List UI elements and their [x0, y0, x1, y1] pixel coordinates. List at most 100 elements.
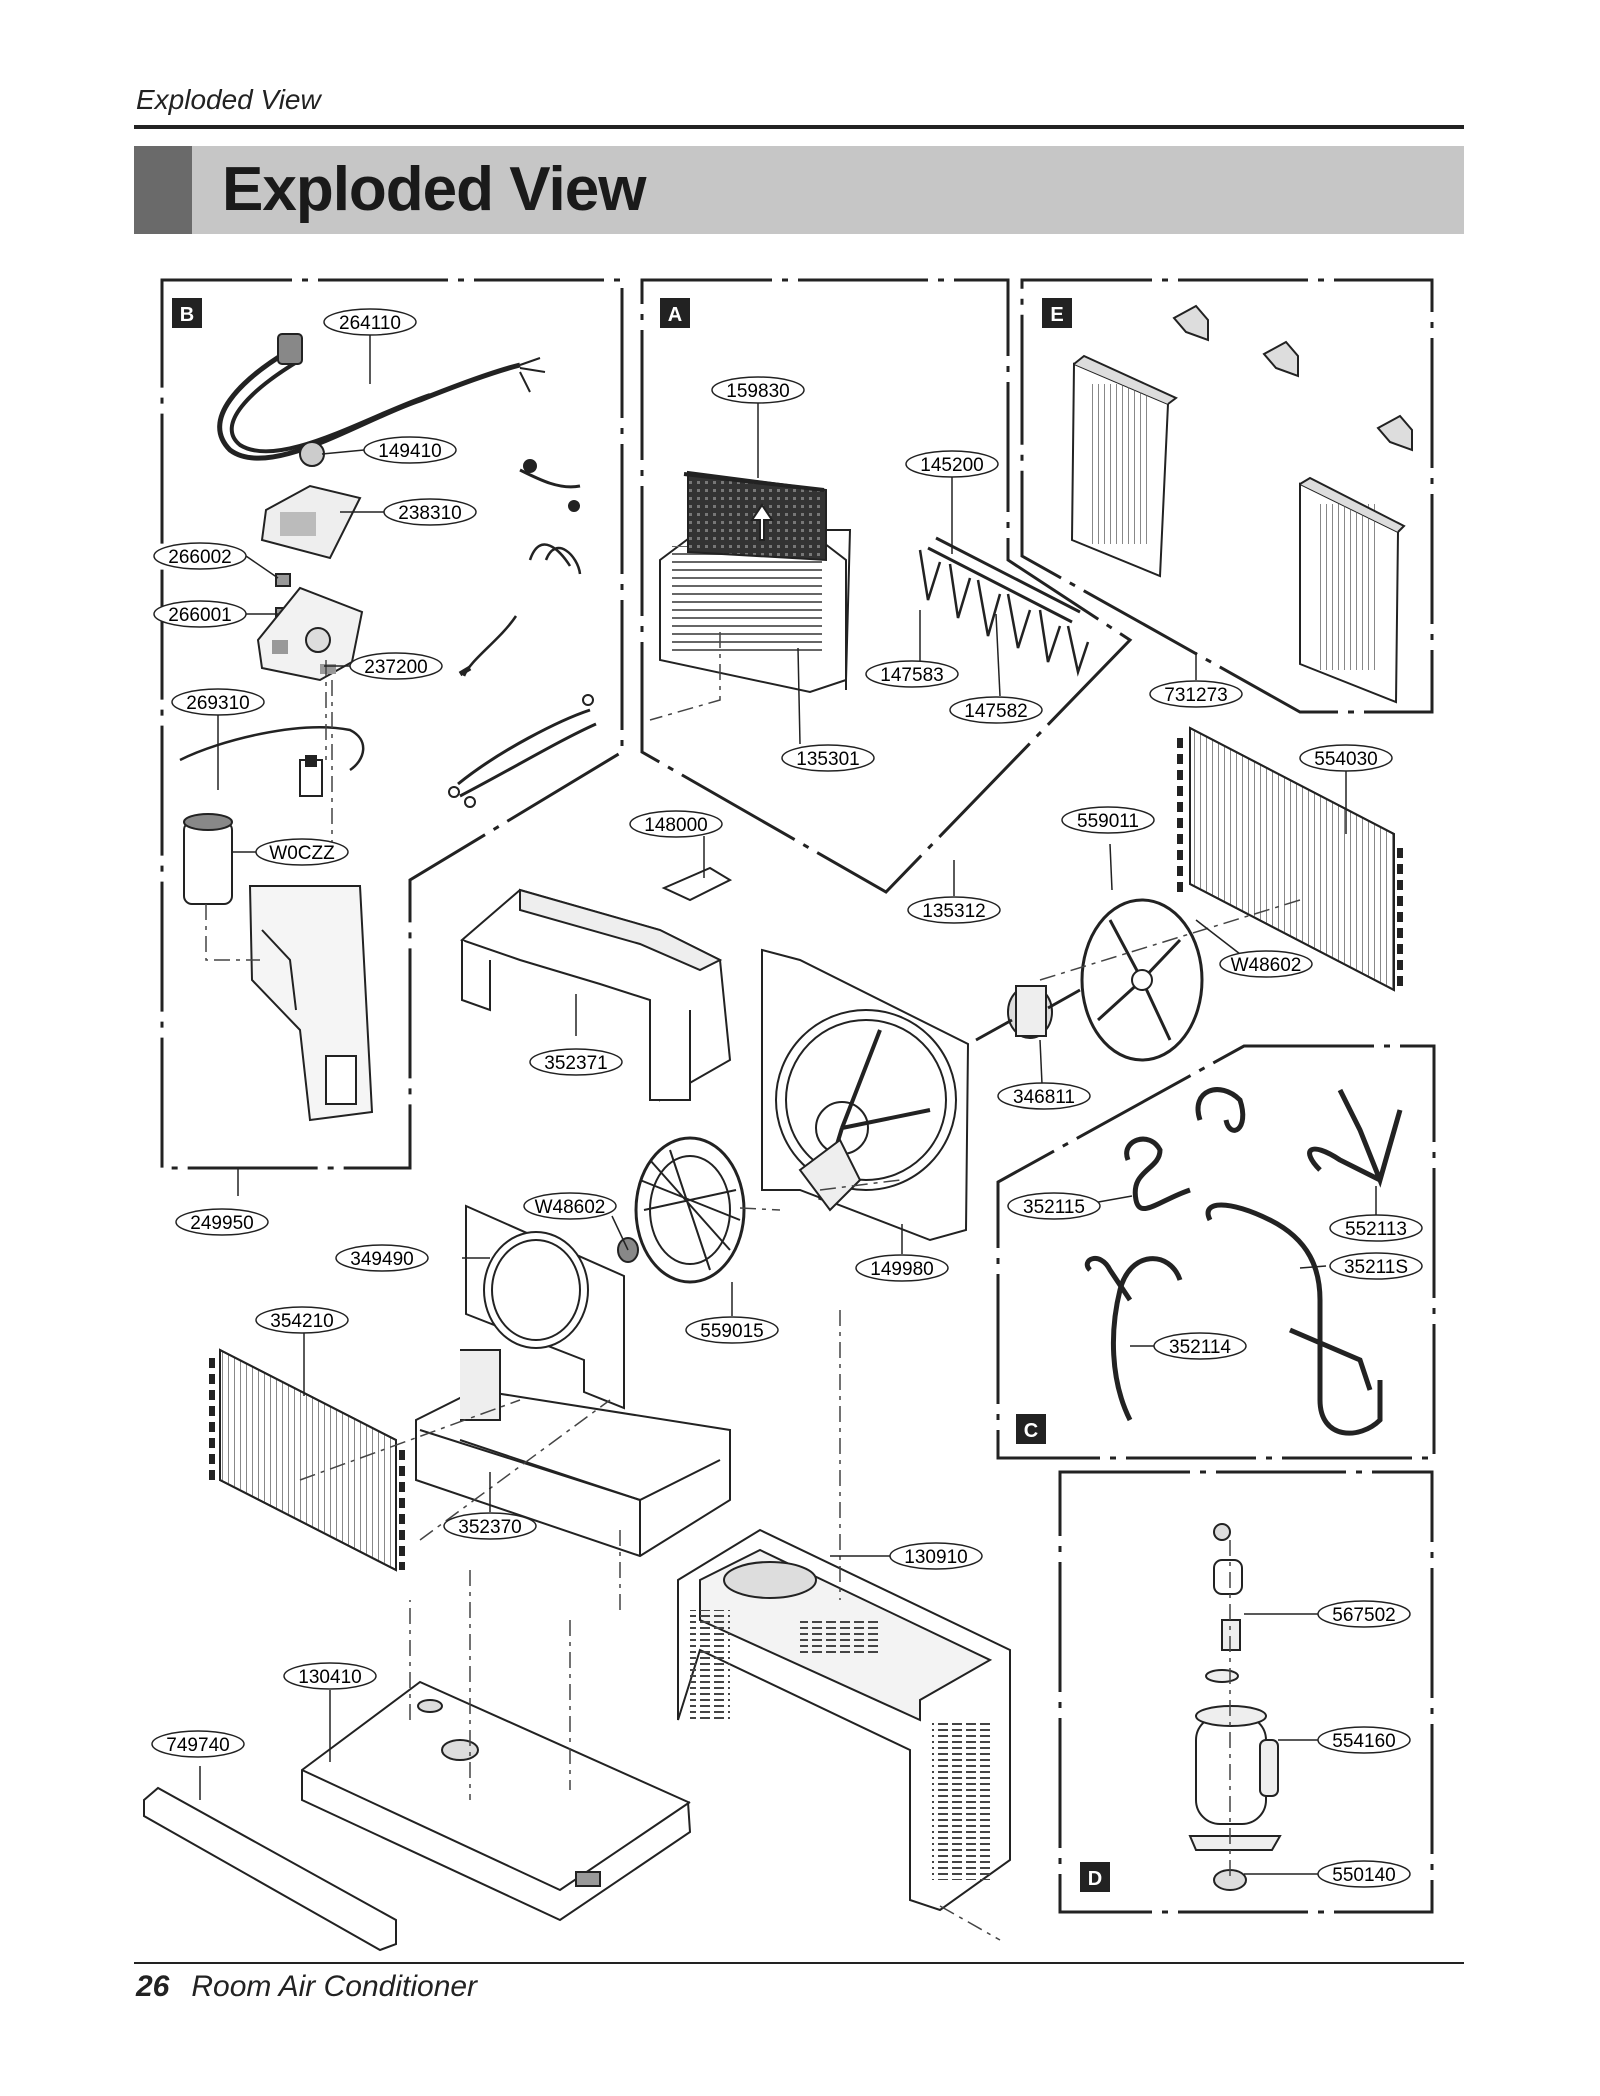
part-label-352371: 352371: [529, 1048, 623, 1076]
svg-text:352370: 352370: [458, 1517, 521, 1538]
part-label-266001: 266001: [153, 600, 247, 628]
part-label-149410: 149410: [363, 436, 457, 464]
section-a-box: [640, 278, 1133, 894]
condenser-drawing: [1177, 726, 1403, 992]
drain-pan-drawing: [415, 1349, 731, 1558]
part-label-559015: 559015: [685, 1316, 779, 1344]
svg-text:354210: 354210: [270, 1311, 333, 1332]
part-label-147583: 147583: [865, 660, 959, 688]
part-label-266002: 266002: [153, 542, 247, 570]
part-label-35211s: 35211S: [1329, 1252, 1423, 1280]
part-label-w48602-condenser: W48602: [1219, 950, 1313, 978]
footer-text: Room Air Conditioner: [191, 1970, 478, 2003]
svg-text:135301: 135301: [796, 749, 859, 770]
compressor-drawing: [1188, 1523, 1282, 1891]
footer-rule: [134, 1962, 1464, 1964]
page-footer: 26 Room Air Conditioner: [136, 1970, 477, 2004]
svg-text:130410: 130410: [298, 1667, 361, 1688]
svg-text:550140: 550140: [1332, 1865, 1395, 1886]
svg-text:237200: 237200: [364, 657, 427, 678]
title-banner: Exploded View: [134, 146, 1464, 234]
part-label-238310: 238310: [383, 498, 477, 526]
part-label-135301: 135301: [781, 744, 875, 772]
section-label-d: D: [1088, 1868, 1102, 1890]
header-rule: [134, 125, 1464, 129]
refrigerant-tubes-drawing: [1085, 1087, 1403, 1436]
part-label-145200: 145200: [905, 450, 999, 478]
section-c-box: [996, 1044, 1436, 1460]
banner-tab: [134, 146, 192, 234]
air-guide-drawing: [460, 888, 732, 1102]
orifice-panel-drawing: [465, 1204, 625, 1410]
svg-text:567502: 567502: [1332, 1605, 1395, 1626]
part-label-552113: 552113: [1329, 1214, 1423, 1242]
part-drawings: [143, 304, 1413, 1952]
svg-text:149980: 149980: [870, 1259, 933, 1280]
svg-text:147582: 147582: [964, 701, 1027, 722]
svg-text:35211S: 35211S: [1344, 1257, 1408, 1278]
part-label-264110: 264110: [323, 308, 417, 336]
svg-text:559015: 559015: [700, 1321, 763, 1342]
section-markers: B A E C D: [172, 298, 1110, 1892]
section-label-c: C: [1024, 1420, 1038, 1442]
svg-text:147583: 147583: [880, 665, 943, 686]
svg-text:554160: 554160: [1332, 1731, 1395, 1752]
svg-text:554030: 554030: [1314, 749, 1377, 770]
part-label-149980: 149980: [855, 1254, 949, 1282]
part-label-352115: 352115: [1007, 1192, 1101, 1220]
svg-text:352371: 352371: [544, 1053, 607, 1074]
part-label-559011: 559011: [1061, 806, 1155, 834]
page-title: Exploded View: [222, 155, 646, 224]
part-label-749740: 749740: [151, 1730, 245, 1758]
svg-text:352115: 352115: [1023, 1197, 1085, 1218]
rail-drawing: [143, 1786, 397, 1952]
leader-lines: [199, 334, 1377, 1875]
part-label-135312: 135312: [907, 896, 1001, 924]
part-label-269310: 269310: [171, 688, 265, 716]
part-labels: 264110 149410 238310 266002 266001 23720…: [151, 308, 1423, 1888]
svg-text:W48602: W48602: [1231, 955, 1302, 976]
blower-wheel-drawing: [617, 1136, 746, 1284]
svg-text:352114: 352114: [1169, 1337, 1231, 1358]
page-number: 26: [136, 1970, 170, 2003]
part-label-w48602-blower: W48602: [523, 1192, 617, 1220]
part-label-159830: 159830: [711, 376, 805, 404]
section-e-box: [1020, 278, 1434, 714]
svg-text:159830: 159830: [726, 381, 789, 402]
svg-text:346811: 346811: [1013, 1087, 1075, 1108]
part-label-352114: 352114: [1153, 1332, 1247, 1360]
svg-text:135312: 135312: [922, 901, 985, 922]
running-header: Exploded View: [136, 84, 321, 115]
svg-text:W0CZZ: W0CZZ: [269, 843, 335, 864]
part-label-147582: 147582: [949, 696, 1043, 724]
cabinet-drawing: [677, 1528, 1011, 1912]
part-label-130910: 130910: [889, 1542, 983, 1570]
svg-text:149410: 149410: [378, 441, 441, 462]
part-label-554030: 554030: [1299, 744, 1393, 772]
shroud-drawing: [761, 948, 970, 1242]
part-label-w0czz: W0CZZ: [255, 838, 349, 866]
part-label-249950: 249950: [175, 1208, 269, 1236]
svg-text:349490: 349490: [350, 1249, 413, 1270]
part-label-554160: 554160: [1317, 1726, 1411, 1754]
fan-motor-drawing: [975, 985, 1081, 1042]
part-label-237200: 237200: [349, 652, 443, 680]
svg-text:249950: 249950: [190, 1213, 253, 1234]
part-label-567502: 567502: [1317, 1600, 1411, 1628]
svg-text:238310: 238310: [398, 503, 461, 524]
section-label-a: A: [668, 304, 682, 326]
part-label-550140: 550140: [1317, 1860, 1411, 1888]
part-label-354210: 354210: [255, 1306, 349, 1334]
part-label-352370: 352370: [443, 1512, 537, 1540]
section-d-box: [1058, 1470, 1434, 1914]
part-label-346811: 346811: [997, 1082, 1091, 1110]
svg-text:269310: 269310: [186, 693, 249, 714]
svg-text:731273: 731273: [1164, 685, 1227, 706]
svg-text:148000: 148000: [644, 815, 707, 836]
svg-text:559011: 559011: [1077, 811, 1139, 832]
svg-text:W48602: W48602: [535, 1197, 606, 1218]
louver-assembly-drawing: [918, 536, 1090, 677]
evaporator-drawing: [209, 1348, 405, 1572]
base-pan-drawing: [301, 1680, 692, 1922]
